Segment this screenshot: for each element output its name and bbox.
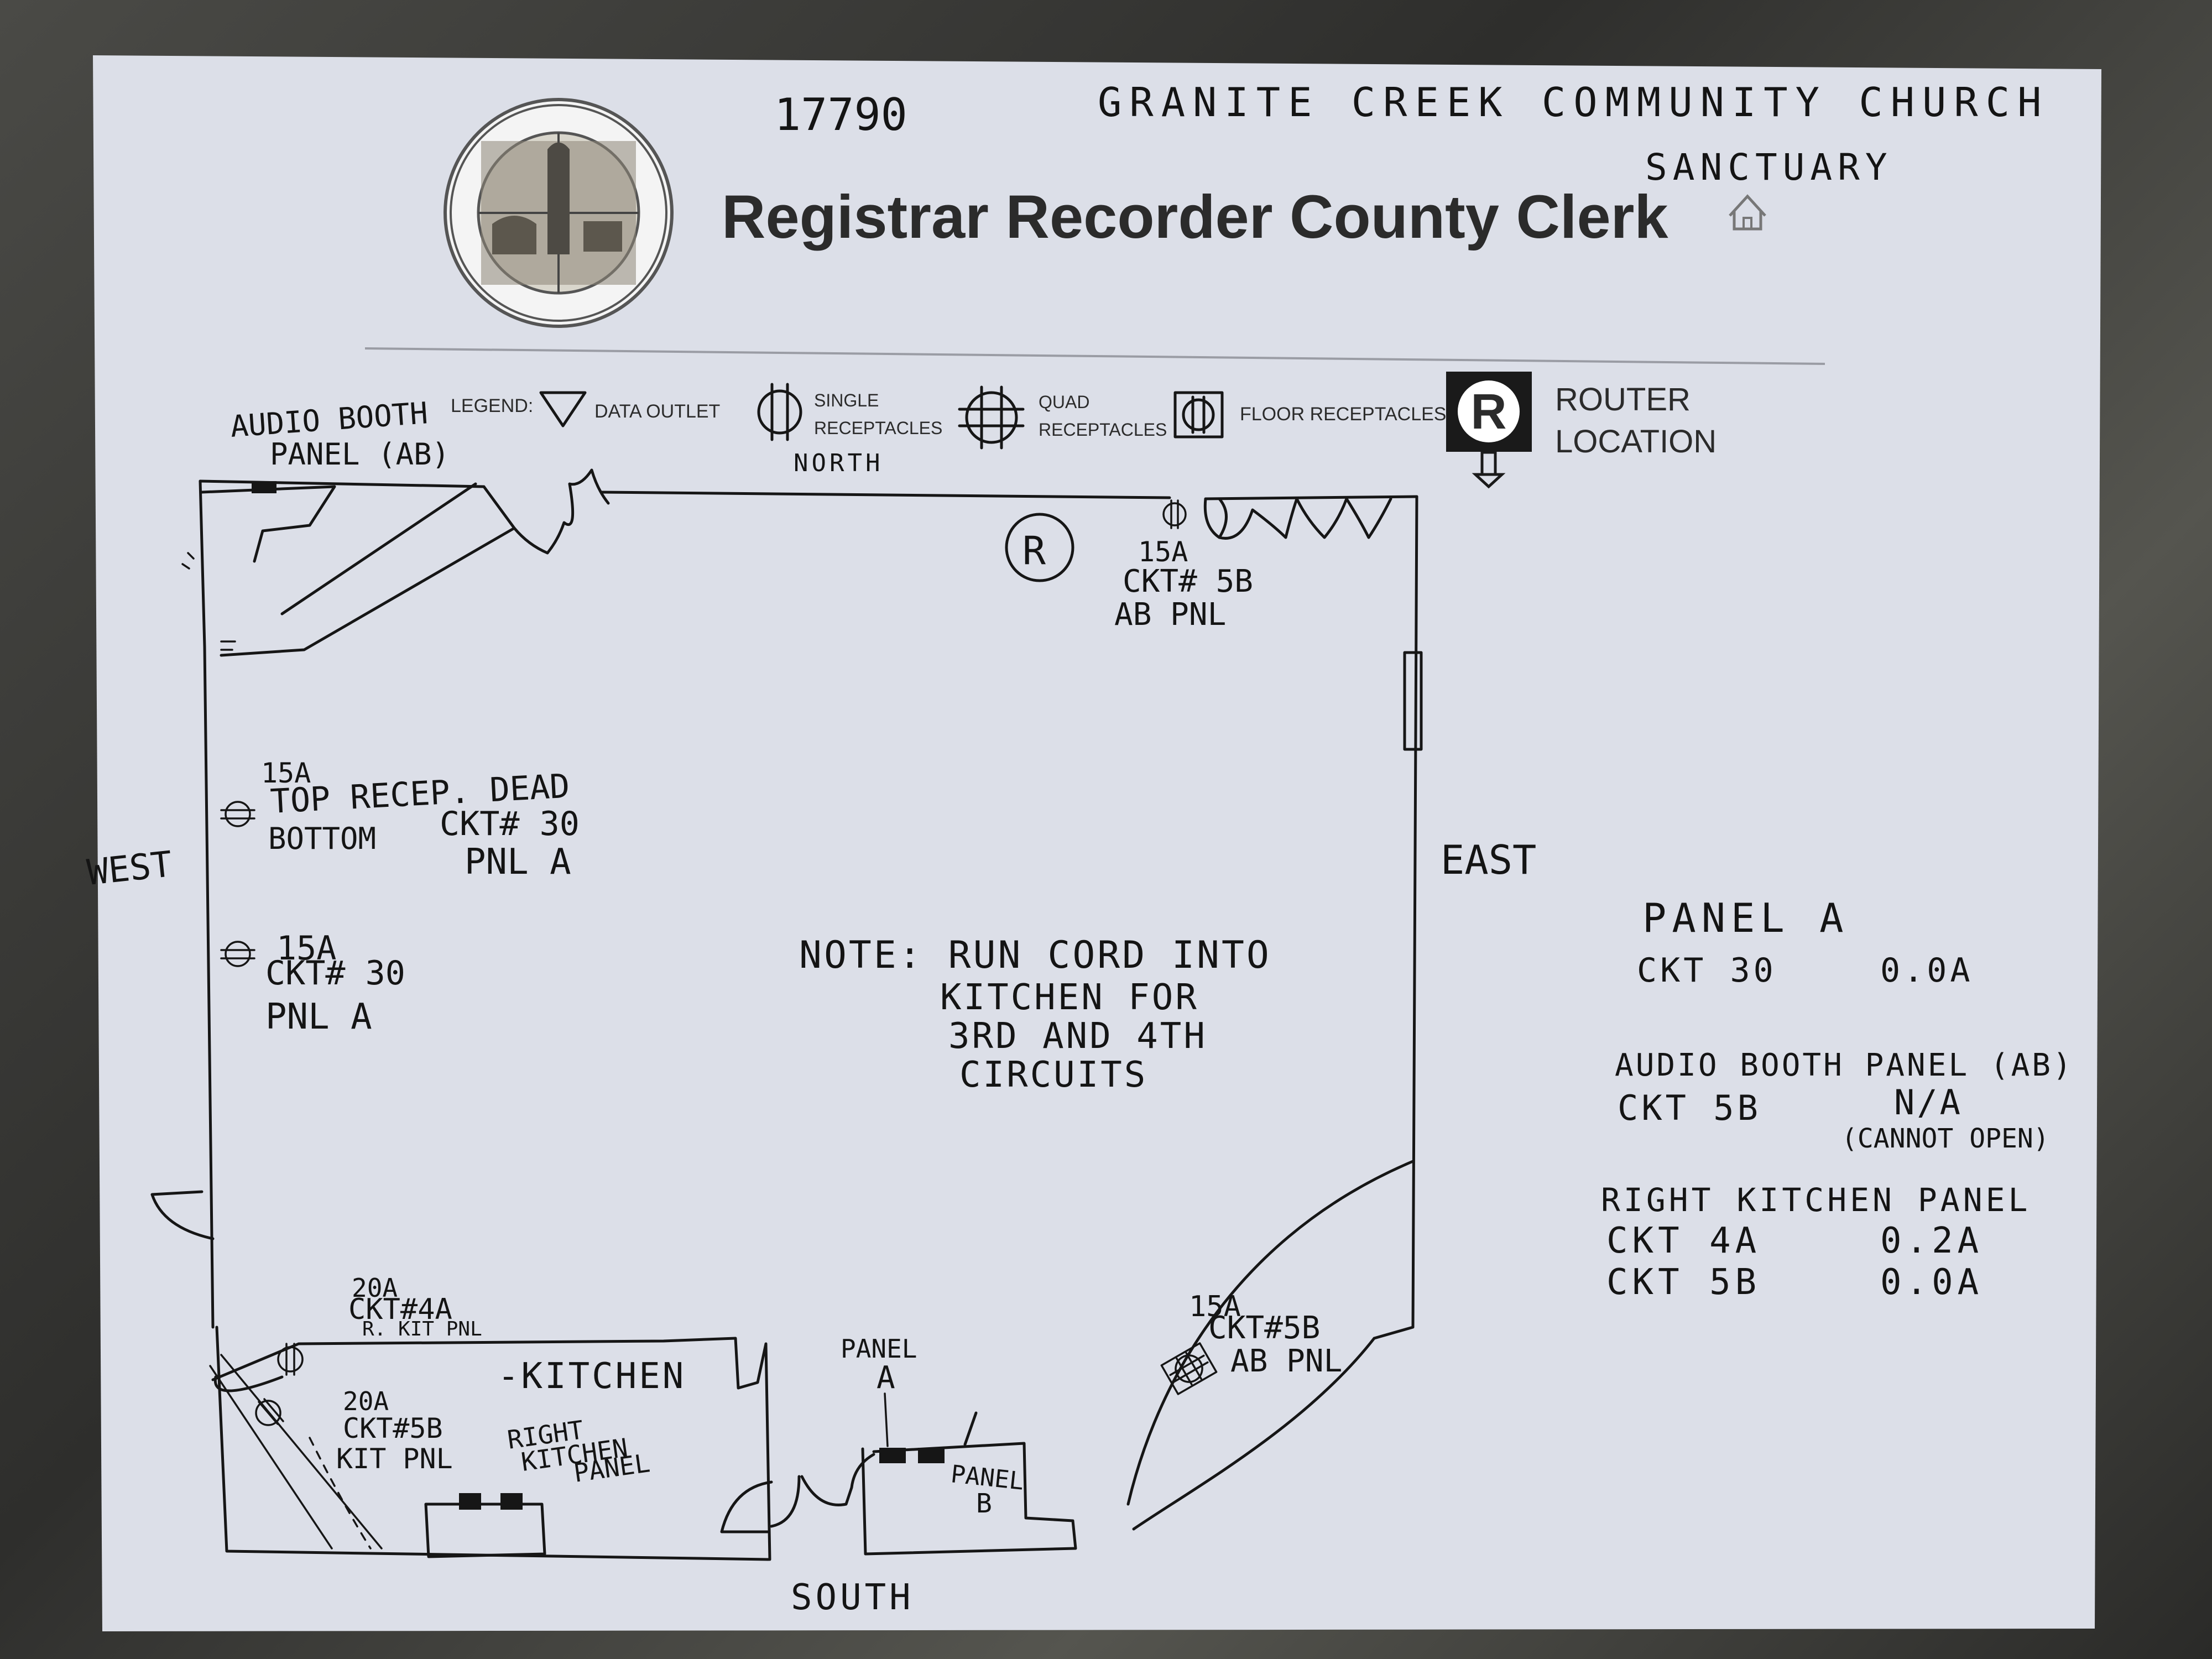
west-outlet-1-amps: 15A: [261, 757, 311, 789]
building-outline: [150, 468, 1423, 1561]
note-line-2: KITCHEN FOR: [940, 977, 1199, 1018]
compass-east: EAST: [1441, 837, 1536, 883]
legend-quad-line1: QUAD: [1039, 392, 1089, 412]
legend-router-line2: LOCATION: [1555, 424, 1717, 460]
readings-right-kitchen-row1-value: 0.2A: [1880, 1220, 1983, 1261]
note-line-3: 3RD AND 4TH: [948, 1016, 1207, 1057]
kitchen-outlet-1-circuit: CKT#4A: [348, 1293, 452, 1326]
home-icon[interactable]: [1729, 194, 1766, 231]
readings-audio-booth-row-value: N/A: [1894, 1082, 1963, 1123]
legend-floor: FLOOR RECEPTACLES: [1240, 404, 1446, 425]
readings-right-kitchen-row2-label: CKT 5B: [1606, 1262, 1761, 1303]
readings-panel-a-row-label: CKT 30: [1637, 951, 1777, 990]
legend-quad-line2: RECEPTACLES: [1039, 420, 1167, 440]
ne-outlet-panel: AB PNL: [1114, 597, 1226, 633]
panel-b-label-line2: B: [976, 1488, 992, 1519]
floor-receptacle-icon: [1160, 1342, 1218, 1395]
ne-single-receptacle-icon: [1162, 499, 1187, 529]
floor-outlet-circuit: CKT#5B: [1208, 1310, 1320, 1346]
site-name-line1: GRANITE CREEK COMMUNITY CHURCH: [1098, 79, 2049, 126]
quad-receptacle-legend-icon: [958, 385, 1025, 450]
file-number: 17790: [774, 89, 907, 140]
west-outlet-1-circuit: CKT# 30: [440, 805, 580, 843]
west-outlet-2-circuit: CKT# 30: [265, 954, 405, 993]
west-single-receptacle-1-icon: [220, 801, 255, 827]
legend-label: LEGEND:: [451, 395, 533, 416]
legend-router-symbol: R: [1471, 384, 1507, 440]
data-outlet-legend-icon: [539, 391, 587, 427]
county-seal-icon: [444, 98, 674, 328]
legend-data-outlet: DATA OUTLET: [594, 401, 720, 422]
floor-receptacle-legend-icon: [1173, 391, 1224, 439]
audio-booth-line2: PANEL (AB): [270, 437, 450, 472]
compass-south: SOUTH: [791, 1577, 914, 1618]
floor-outlet-amps: 15A: [1189, 1290, 1241, 1323]
readings-audio-booth-row-note: (CANNOT OPEN): [1841, 1123, 2049, 1154]
west-single-receptacle-2-icon: [220, 941, 255, 967]
panel-a-label-line1: PANEL: [841, 1334, 917, 1364]
single-receptacle-legend-icon: [757, 383, 802, 441]
site-name-line2: SANCTUARY: [1645, 146, 1893, 189]
kitchen-outlet-1-panel: R. KIT PNL: [362, 1318, 482, 1340]
panel-a-label-line2: A: [877, 1360, 895, 1396]
readings-panel-a-title: PANEL A: [1642, 895, 1849, 941]
kitchen-single-receptacle-2-icon: [255, 1398, 284, 1426]
ne-outlet-circuit: CKT# 5B: [1123, 564, 1253, 599]
router-marker-icon: [1005, 513, 1074, 582]
note-line-4: CIRCUITS: [959, 1055, 1147, 1095]
kitchen-outlet-2-panel: KIT PNL: [336, 1443, 453, 1475]
kitchen-single-receptacle-1-icon: [277, 1343, 304, 1376]
compass-north: NORTH: [794, 449, 883, 477]
kitchen-outlet-2-circuit: CKT#5B: [343, 1412, 443, 1444]
router-legend-icon: [1446, 372, 1532, 489]
legend-router-line1: ROUTER: [1555, 382, 1691, 418]
paper-sheet: [93, 55, 2101, 1631]
west-outlet-2-amps: 15A: [276, 929, 336, 968]
kitchen-label: -KITCHEN: [498, 1356, 686, 1397]
note-line-1: NOTE: RUN CORD INTO: [799, 933, 1271, 977]
kitchen-outlet-2-amps: 20A: [343, 1386, 389, 1416]
ne-outlet-amps: 15A: [1138, 536, 1188, 568]
west-outlet-1-bottom: BOTTOM: [268, 821, 376, 856]
readings-right-kitchen-title: RIGHT KITCHEN PANEL: [1601, 1181, 2031, 1219]
readings-audio-booth-title: AUDIO BOOTH PANEL (AB): [1615, 1047, 2074, 1083]
readings-panel-a-row-value: 0.0A: [1880, 951, 1974, 990]
header-divider: [364, 347, 1825, 365]
panel-a-pointer: [884, 1392, 889, 1447]
west-outlet-2-panel: PNL A: [265, 997, 372, 1037]
agency-title: Registrar Recorder County Clerk: [722, 183, 1668, 251]
router-marker-label: R: [1022, 528, 1046, 573]
readings-audio-booth-row-label: CKT 5B: [1618, 1088, 1761, 1128]
readings-right-kitchen-row1-label: CKT 4A: [1606, 1220, 1761, 1261]
legend-single-line1: SINGLE: [814, 390, 879, 410]
readings-right-kitchen-row2-value: 0.0A: [1880, 1262, 1983, 1303]
compass-west: WEST: [85, 844, 174, 894]
west-outlet-1-panel: PNL A: [465, 842, 571, 883]
legend-single-line2: RECEPTACLES: [814, 418, 942, 438]
kitchen-outlet-1-amps: 20A: [352, 1273, 398, 1303]
floor-outlet-panel: AB PNL: [1230, 1343, 1342, 1379]
